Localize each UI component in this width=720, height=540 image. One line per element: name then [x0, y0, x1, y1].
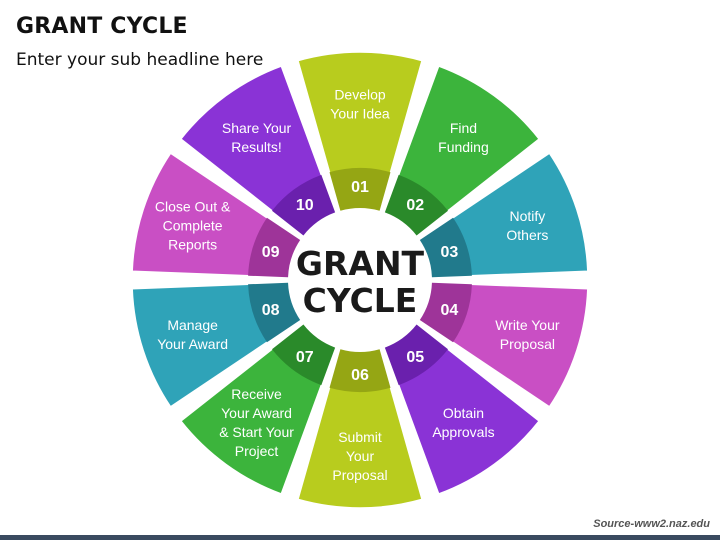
step-label-line: Funding [438, 139, 489, 155]
segment-number-badge [248, 282, 301, 343]
step-number: 05 [406, 349, 424, 366]
step-number: 02 [406, 197, 424, 214]
step-label-line: Complete [163, 218, 223, 234]
step-number: 08 [262, 302, 280, 319]
bottom-bar [0, 535, 720, 540]
step-number: 04 [441, 302, 459, 319]
page-subtitle: Enter your sub headline here [16, 50, 264, 70]
step-number: 01 [351, 179, 369, 196]
step-label-line: Write Your [495, 317, 560, 333]
step-label-line: Close Out & [155, 199, 231, 215]
step-number: 09 [262, 244, 280, 261]
step-number: 10 [296, 197, 314, 214]
step-label-line: Notify [509, 208, 545, 224]
step-label-line: Project [235, 443, 279, 459]
center-title-line2: CYCLE [303, 281, 418, 320]
step-label-line: Proposal [332, 467, 387, 483]
segment-number-badge [384, 324, 449, 386]
segment-number-badge [248, 217, 301, 278]
step-label-line: Your Award [157, 336, 228, 352]
step-label-line: Results! [231, 139, 282, 155]
step-label-line: Proposal [500, 336, 555, 352]
step-label-line: Your Idea [330, 106, 390, 122]
step-label-line: Others [506, 227, 548, 243]
step-label-line: Manage [167, 317, 218, 333]
step-label-line: Share Your [222, 120, 292, 136]
step-label-line: Receive [231, 386, 282, 402]
step-label-line: Submit [338, 429, 382, 445]
step-label-line: Develop [334, 87, 386, 103]
step-label-line: Approvals [432, 424, 494, 440]
step-label-line: Obtain [443, 405, 484, 421]
center-title-line1: GRANT [296, 244, 425, 283]
segment-wedge [296, 51, 424, 212]
step-label-line: & Start Your [219, 424, 294, 440]
step-number: 06 [351, 367, 369, 384]
step-label-line: Your Award [221, 405, 292, 421]
segment-number-badge [419, 282, 472, 343]
segment-number-badge [419, 217, 472, 278]
segment-number-badge [329, 349, 391, 392]
segment-number-badge [271, 174, 336, 236]
segment-number-badge [384, 174, 449, 236]
step-label-line: Find [450, 120, 477, 136]
step-number: 03 [441, 244, 459, 261]
page-title: GRANT CYCLE [16, 14, 188, 39]
segment-number-badge [271, 324, 336, 386]
source-credit: Source-www2.naz.edu [593, 518, 710, 530]
step-label-line: Your [346, 448, 375, 464]
step-number: 07 [296, 349, 314, 366]
segment-number-badge [329, 167, 391, 211]
step-label-line: Reports [168, 237, 217, 253]
segment-wedge [296, 348, 424, 509]
